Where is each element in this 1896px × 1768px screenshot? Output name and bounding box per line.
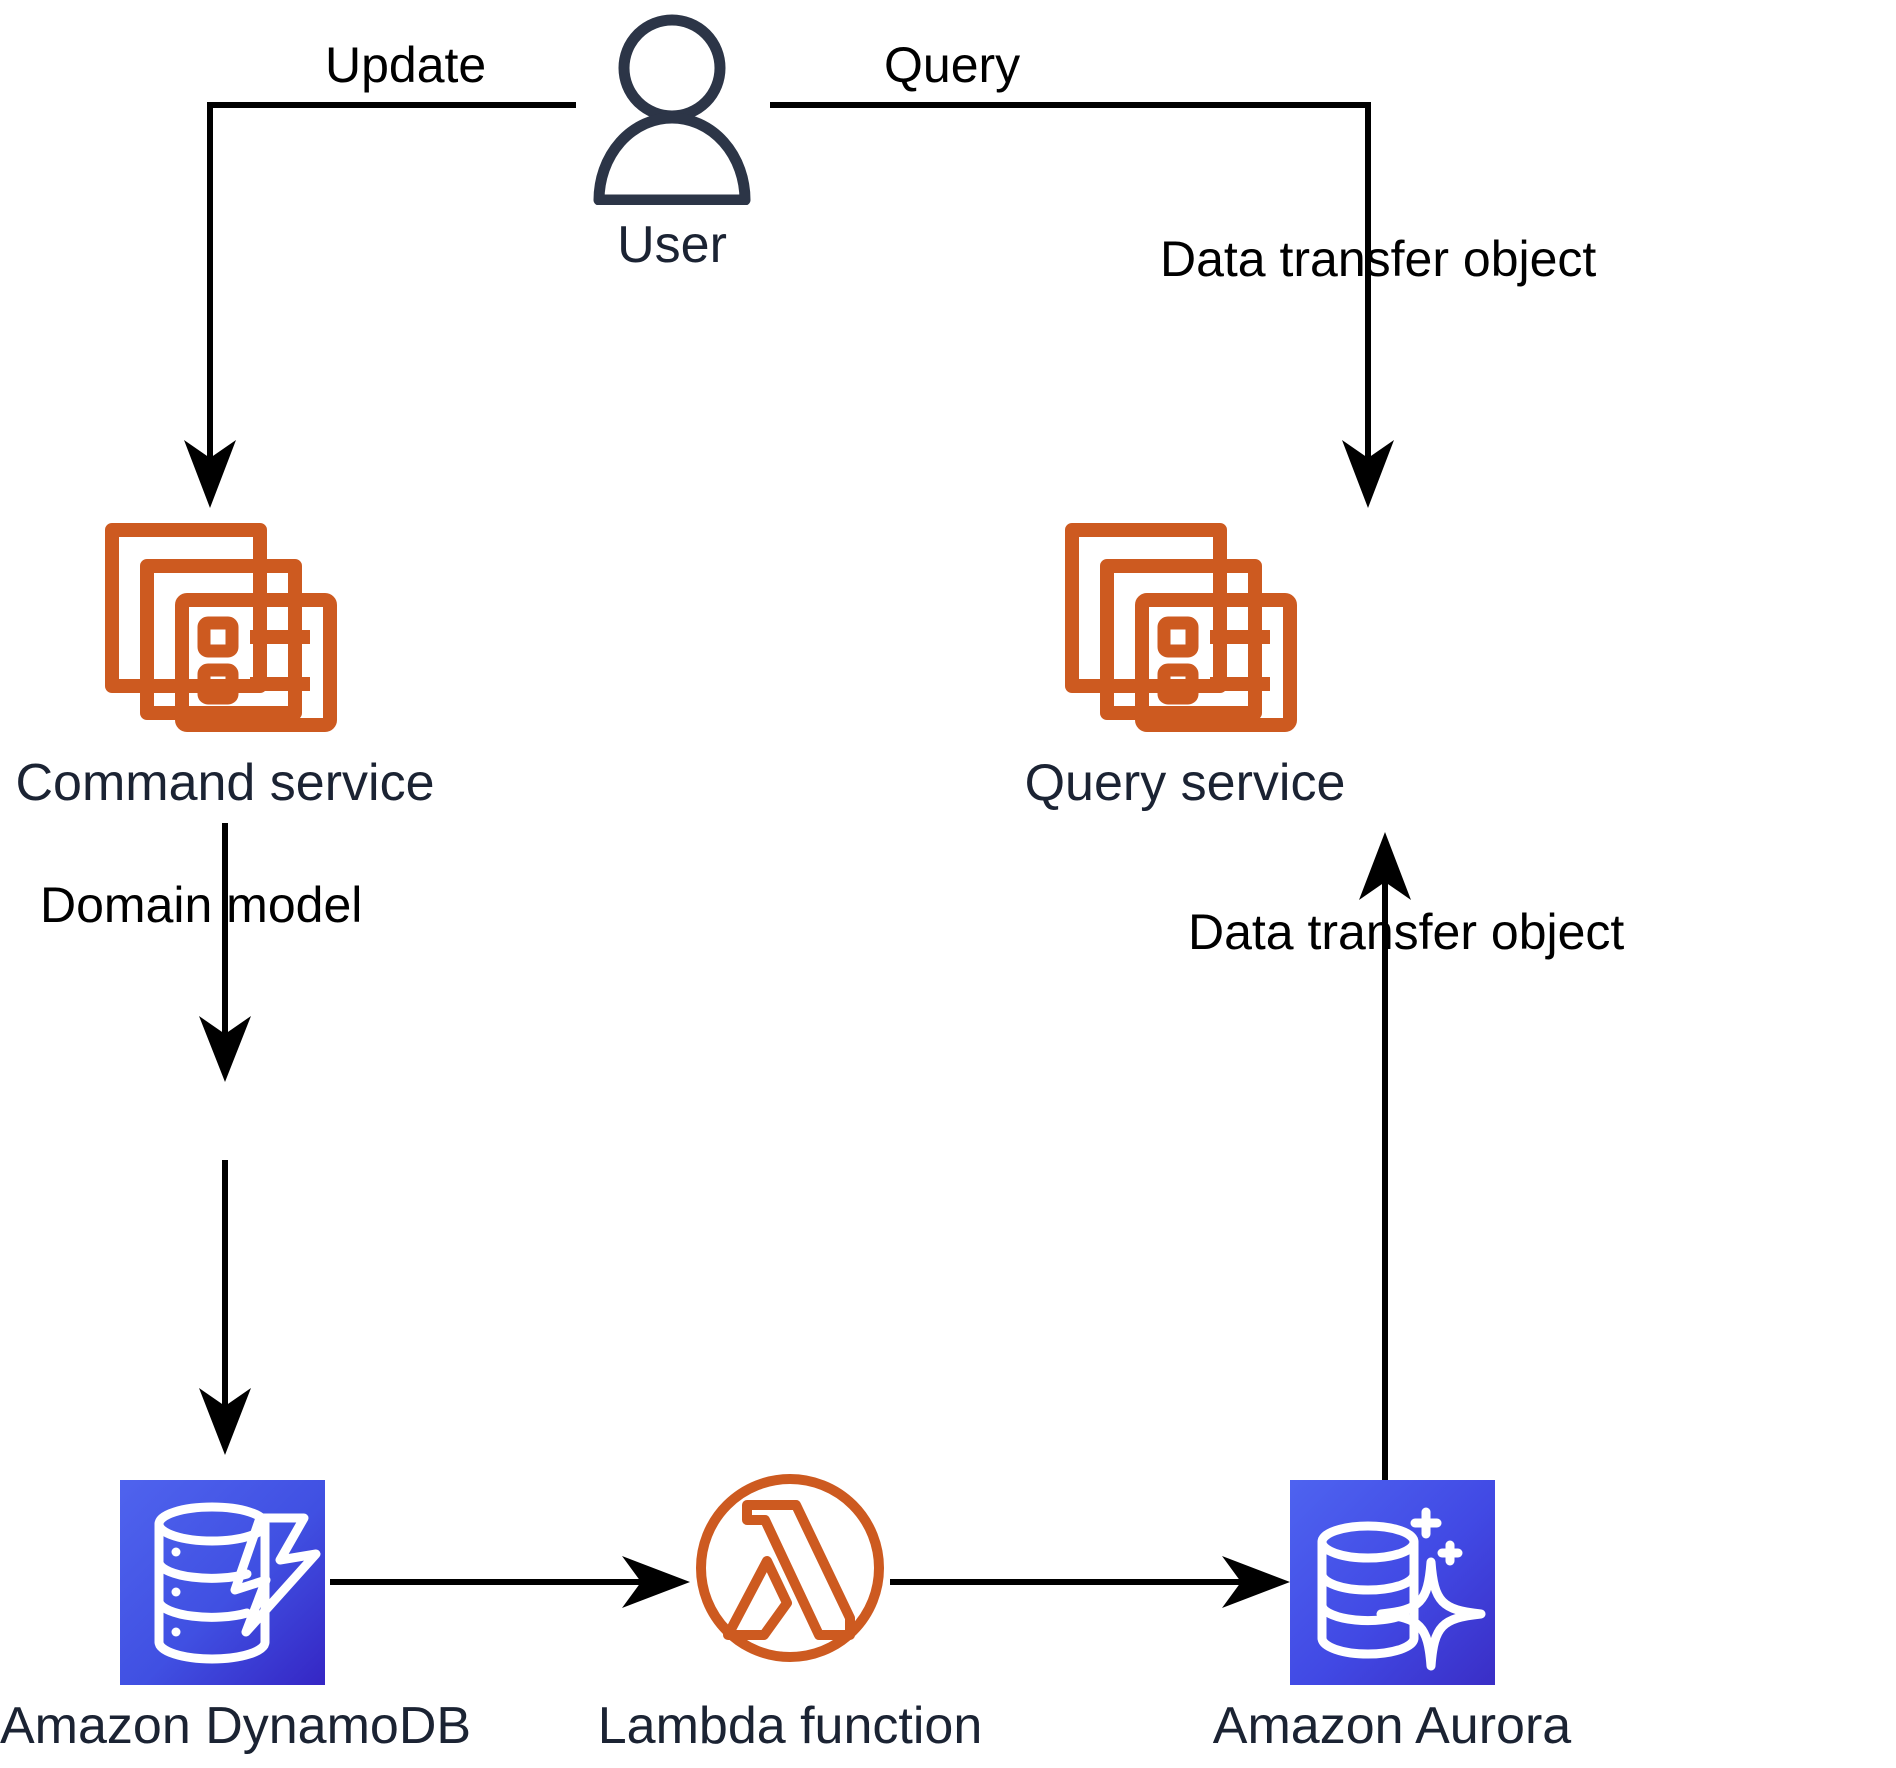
user-icon [572, 10, 772, 206]
aurora-icon [1290, 1480, 1495, 1685]
dynamodb-icon [120, 1480, 325, 1685]
stacked-documents-icon-query [1060, 518, 1310, 738]
node-label-amazon-dynamodb: Amazon DynamoDB [0, 1697, 472, 1755]
edge-aurora-to-query-service [1359, 832, 1411, 1480]
edge-dynamodb-to-lambda [330, 1556, 690, 1608]
lambda-icon [690, 1468, 890, 1668]
edge-label-data-transfer-object-bottom: Data transfer object [1188, 904, 1625, 960]
node-label-command-service: Command service [15, 754, 435, 812]
edge-user-to-command-service [184, 102, 576, 508]
node-label-amazon-aurora: Amazon Aurora [1212, 1697, 1572, 1755]
edge-command-service-to-dynamodb [199, 823, 251, 1455]
edge-label-data-transfer-object-top: Data transfer object [1160, 231, 1597, 287]
node-label-lambda-function: Lambda function [597, 1697, 983, 1755]
edge-label-update: Update [325, 37, 487, 93]
stacked-documents-icon-command [100, 518, 350, 738]
node-label-user: User [617, 216, 727, 274]
edge-label-query: Query [884, 37, 1021, 93]
edge-lambda-to-aurora [890, 1556, 1290, 1608]
edge-user-to-query-service [770, 102, 1394, 508]
edge-label-domain-model: Domain model [40, 877, 363, 933]
node-label-query-service: Query service [1024, 754, 1346, 812]
